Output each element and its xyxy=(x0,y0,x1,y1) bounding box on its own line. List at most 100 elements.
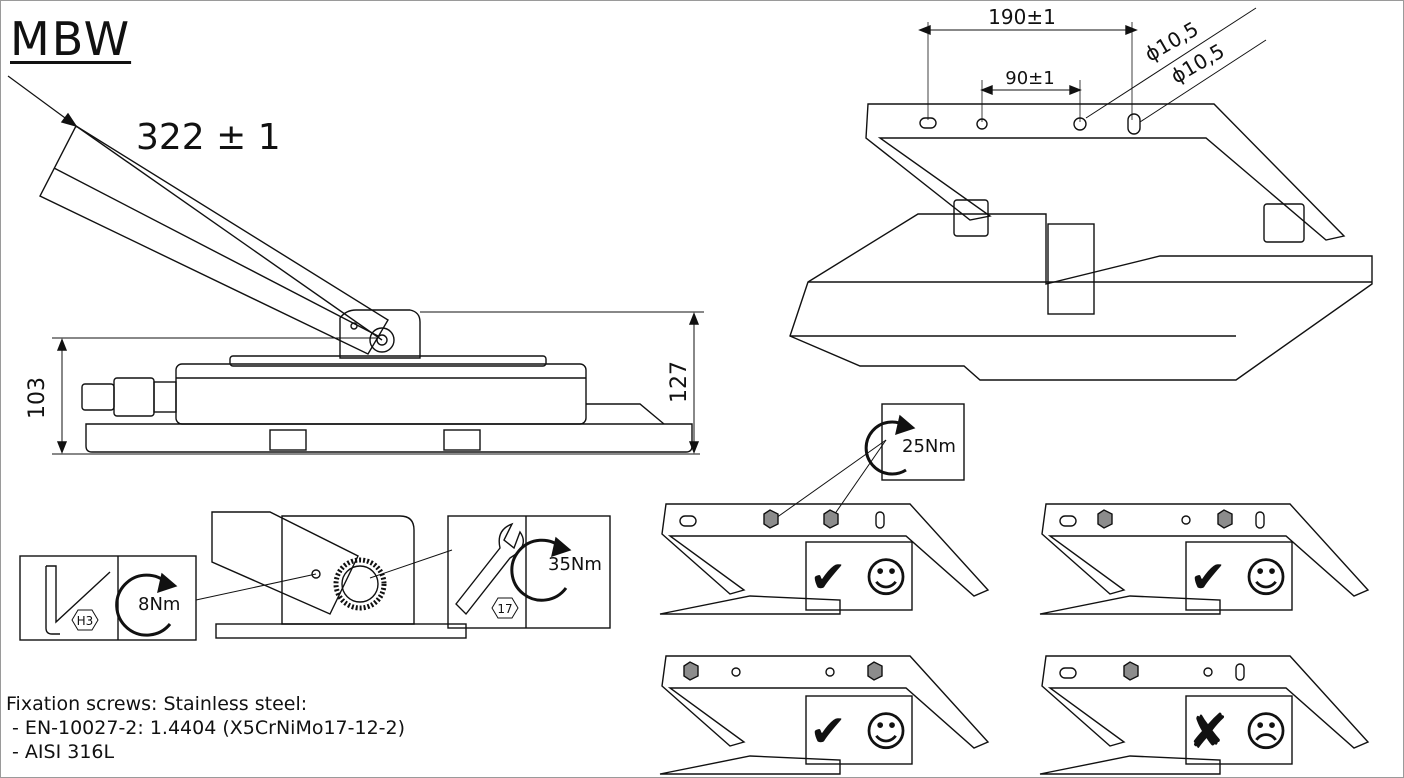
leader-line xyxy=(831,439,887,519)
wrench-box xyxy=(447,515,611,629)
isometric-view: 190±1 90±1 ϕ10,5 ϕ10,5 xyxy=(789,5,1373,381)
option-housing xyxy=(1039,595,1221,615)
dimension-arrow xyxy=(1069,84,1082,96)
option-bracket xyxy=(1041,655,1370,749)
check-mark-icon: ✔ xyxy=(1190,552,1227,603)
clip-left xyxy=(269,429,307,451)
bolt xyxy=(1217,509,1233,529)
hub-center xyxy=(341,565,379,603)
notes-line-1: Fixation screws: Stainless steel: xyxy=(6,693,308,715)
check-mark-icon: ✔ xyxy=(810,706,847,757)
hex-key-box xyxy=(19,555,197,641)
bracket-torque-label: 25Nm xyxy=(902,436,956,457)
slot-hole xyxy=(1059,515,1077,527)
option-bracket xyxy=(661,655,990,749)
notes-line-3: - AISI 316L xyxy=(6,741,115,763)
torque-detail: H3 8Nm 17 35Nm xyxy=(19,511,611,641)
result-box xyxy=(1185,695,1293,765)
dimension-arrow xyxy=(1125,24,1138,36)
dimension-arrow xyxy=(688,312,700,325)
fixation-notes: Fixation screws: Stainless steel: - EN-1… xyxy=(6,692,405,764)
wrench-size-badge xyxy=(491,597,519,619)
product-title: MBW xyxy=(10,12,132,66)
slot-hole xyxy=(919,117,937,129)
rotation-arrow-icon xyxy=(115,573,172,637)
cable-gland-nut xyxy=(113,377,155,417)
side-view: 103 127 xyxy=(7,75,704,455)
pivot-right xyxy=(1263,203,1305,243)
bracket-arm xyxy=(39,125,389,355)
bolt xyxy=(867,661,883,681)
bracket-length-dimension: 322 ± 1 xyxy=(136,117,281,158)
pivot-hub xyxy=(369,327,395,353)
pivot-left xyxy=(953,199,989,237)
cable-gland-body xyxy=(153,381,177,413)
frown-icon: ☹ xyxy=(1244,707,1288,756)
dimension-arrow xyxy=(56,338,68,351)
mounting-option-4[interactable]: ✘ ☹ xyxy=(1039,655,1370,775)
iso-center-block xyxy=(1047,223,1095,315)
bolt xyxy=(1097,509,1113,529)
mounting-option-2[interactable]: ✔ ☺ xyxy=(1039,503,1370,615)
detail-arm xyxy=(211,511,359,615)
dimension-arrow xyxy=(56,441,68,454)
serrated-hub xyxy=(333,557,387,611)
wrench-size-label: 17 xyxy=(497,602,512,616)
smiley-icon: ☺ xyxy=(864,707,908,756)
check-mark-icon: ✔ xyxy=(810,552,847,603)
pivot-mount-plate xyxy=(339,309,421,359)
luminaire-housing xyxy=(175,363,587,425)
bracket-hole xyxy=(1073,117,1087,131)
pivot-bolt xyxy=(376,334,388,346)
option-housing xyxy=(1039,755,1221,775)
hex-size-badge xyxy=(71,609,99,631)
leader-line xyxy=(775,439,887,519)
result-box xyxy=(805,695,913,765)
iso-housing xyxy=(789,213,1373,381)
slot-hole xyxy=(1255,511,1265,529)
cross-mark-icon: ✘ xyxy=(1188,704,1228,760)
rotation-arrow-head xyxy=(157,572,178,594)
bracket-hole xyxy=(731,667,741,677)
dimension-arrow xyxy=(980,84,993,96)
diameter-leader xyxy=(1085,7,1257,119)
dimension-arrow xyxy=(918,24,931,36)
slot-hole xyxy=(1235,663,1245,681)
option-housing xyxy=(659,755,841,775)
slot-hole xyxy=(875,511,885,529)
dimension-arrow xyxy=(688,441,700,454)
bracket-hole xyxy=(1181,515,1191,525)
rotation-arrow-head xyxy=(551,536,572,558)
bolt xyxy=(823,509,839,529)
smiley-icon: ☺ xyxy=(1244,553,1288,602)
diameter-leader xyxy=(1139,39,1267,123)
leader-line xyxy=(195,573,317,601)
dimension-arrow xyxy=(60,112,78,128)
bolt xyxy=(1123,661,1139,681)
iso-bracket xyxy=(865,103,1346,241)
bracket-hole xyxy=(976,118,988,130)
leader-line xyxy=(369,549,453,579)
cable-gland xyxy=(81,383,115,411)
result-box xyxy=(1185,541,1293,611)
hex-key-icon xyxy=(45,565,111,635)
pivot-hole xyxy=(350,322,358,330)
hex-torque-label: 8Nm xyxy=(138,594,180,615)
option-bracket xyxy=(1041,503,1370,597)
slot-hole xyxy=(679,515,697,527)
option-housing xyxy=(659,595,841,615)
clip-right xyxy=(443,429,481,451)
bolt xyxy=(763,509,779,529)
detail-mount-plate xyxy=(281,515,415,625)
bracket-torque-box xyxy=(881,403,965,481)
dim-90-label: 90±1 xyxy=(1005,68,1054,89)
result-box xyxy=(805,541,913,611)
dim-190-label: 190±1 xyxy=(988,5,1056,29)
arm-centerline xyxy=(75,125,383,341)
mounting-option-1[interactable]: ✔ ☺ xyxy=(659,503,990,615)
height-127-label: 127 xyxy=(667,361,692,403)
bolt xyxy=(683,661,699,681)
mounting-option-3[interactable]: ✔ ☺ xyxy=(659,655,990,775)
housing-tail xyxy=(586,403,665,425)
